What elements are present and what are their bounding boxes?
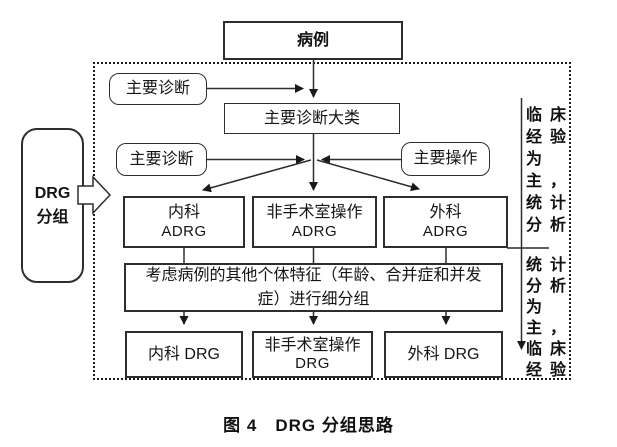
side-text-row: 经验 <box>526 129 575 146</box>
surgical-drg-label: 外科 DRG <box>407 345 480 363</box>
side-text-row: 分析 <box>526 278 575 295</box>
internal-adrg-line2: ADRG <box>161 222 207 240</box>
side-text-row: 主， <box>526 320 575 337</box>
internal-drg-box: 内科 DRG <box>125 331 243 378</box>
side-text-row: 临床 <box>526 341 575 358</box>
primary-operation-label: 主要操作 <box>413 150 478 167</box>
side-text-row: 为 <box>526 151 551 168</box>
side-text-row: 统计 <box>526 257 575 274</box>
side-text-row: 分析 <box>526 217 575 234</box>
surgical-adrg-line2: ADRG <box>422 222 469 240</box>
major-diagnosis-category-box: 主要诊断大类 <box>224 103 400 134</box>
subdivision-line2: 症）进行细分组 <box>257 290 370 308</box>
dotted-boundary-frame <box>93 62 571 380</box>
drg-grouping-line2: 分组 <box>36 208 69 226</box>
side-text-row: 为 <box>526 299 551 316</box>
primary-diagnosis-label: 主要诊断 <box>129 150 194 168</box>
primary-diagnosis-top-label: 主要诊断 <box>125 80 190 97</box>
internal-drg-label: 内科 DRG <box>147 345 220 363</box>
side-text-row: 临床 <box>526 107 575 124</box>
drg-grouping-line1: DRG <box>34 184 71 202</box>
non-or-drg-line1: 非手术室操作 <box>264 336 361 354</box>
case-label: 病例 <box>296 31 329 49</box>
non-or-adrg-box: 非手术室操作 ADRG <box>252 196 377 248</box>
non-or-adrg-line1: 非手术室操作 <box>266 203 363 221</box>
non-or-adrg-line2: ADRG <box>291 222 338 240</box>
surgical-adrg-line1: 外科 <box>429 203 462 221</box>
subdivision-box: 考虑病例的其他个体特征（年龄、合并症和并发 症）进行细分组 <box>124 263 503 312</box>
surgical-adrg-box: 外科 ADRG <box>383 196 508 248</box>
internal-adrg-box: 内科 ADRG <box>123 196 245 248</box>
surgical-drg-box: 外科 DRG <box>384 331 503 378</box>
major-diagnosis-category-label: 主要诊断大类 <box>263 109 360 127</box>
side-text-row: 主， <box>526 173 575 190</box>
primary-diagnosis-top-box: 主要诊断 <box>109 73 207 105</box>
subdivision-line1: 考虑病例的其他个体特征（年龄、合并症和并发 <box>145 267 482 285</box>
side-text-row: 经验 <box>526 362 575 379</box>
figure-caption: 图 4 DRG 分组思路 <box>223 416 394 435</box>
drg-grouping-box: DRG 分组 <box>21 128 84 283</box>
case-box: 病例 <box>223 21 403 60</box>
non-or-drg-box: 非手术室操作 DRG <box>252 331 373 378</box>
primary-diagnosis-box: 主要诊断 <box>116 143 207 176</box>
non-or-drg-line2: DRG <box>295 355 330 373</box>
internal-adrg-line1: 内科 <box>167 203 200 221</box>
primary-operation-box: 主要操作 <box>401 142 490 176</box>
side-text-row: 统计 <box>526 195 575 212</box>
